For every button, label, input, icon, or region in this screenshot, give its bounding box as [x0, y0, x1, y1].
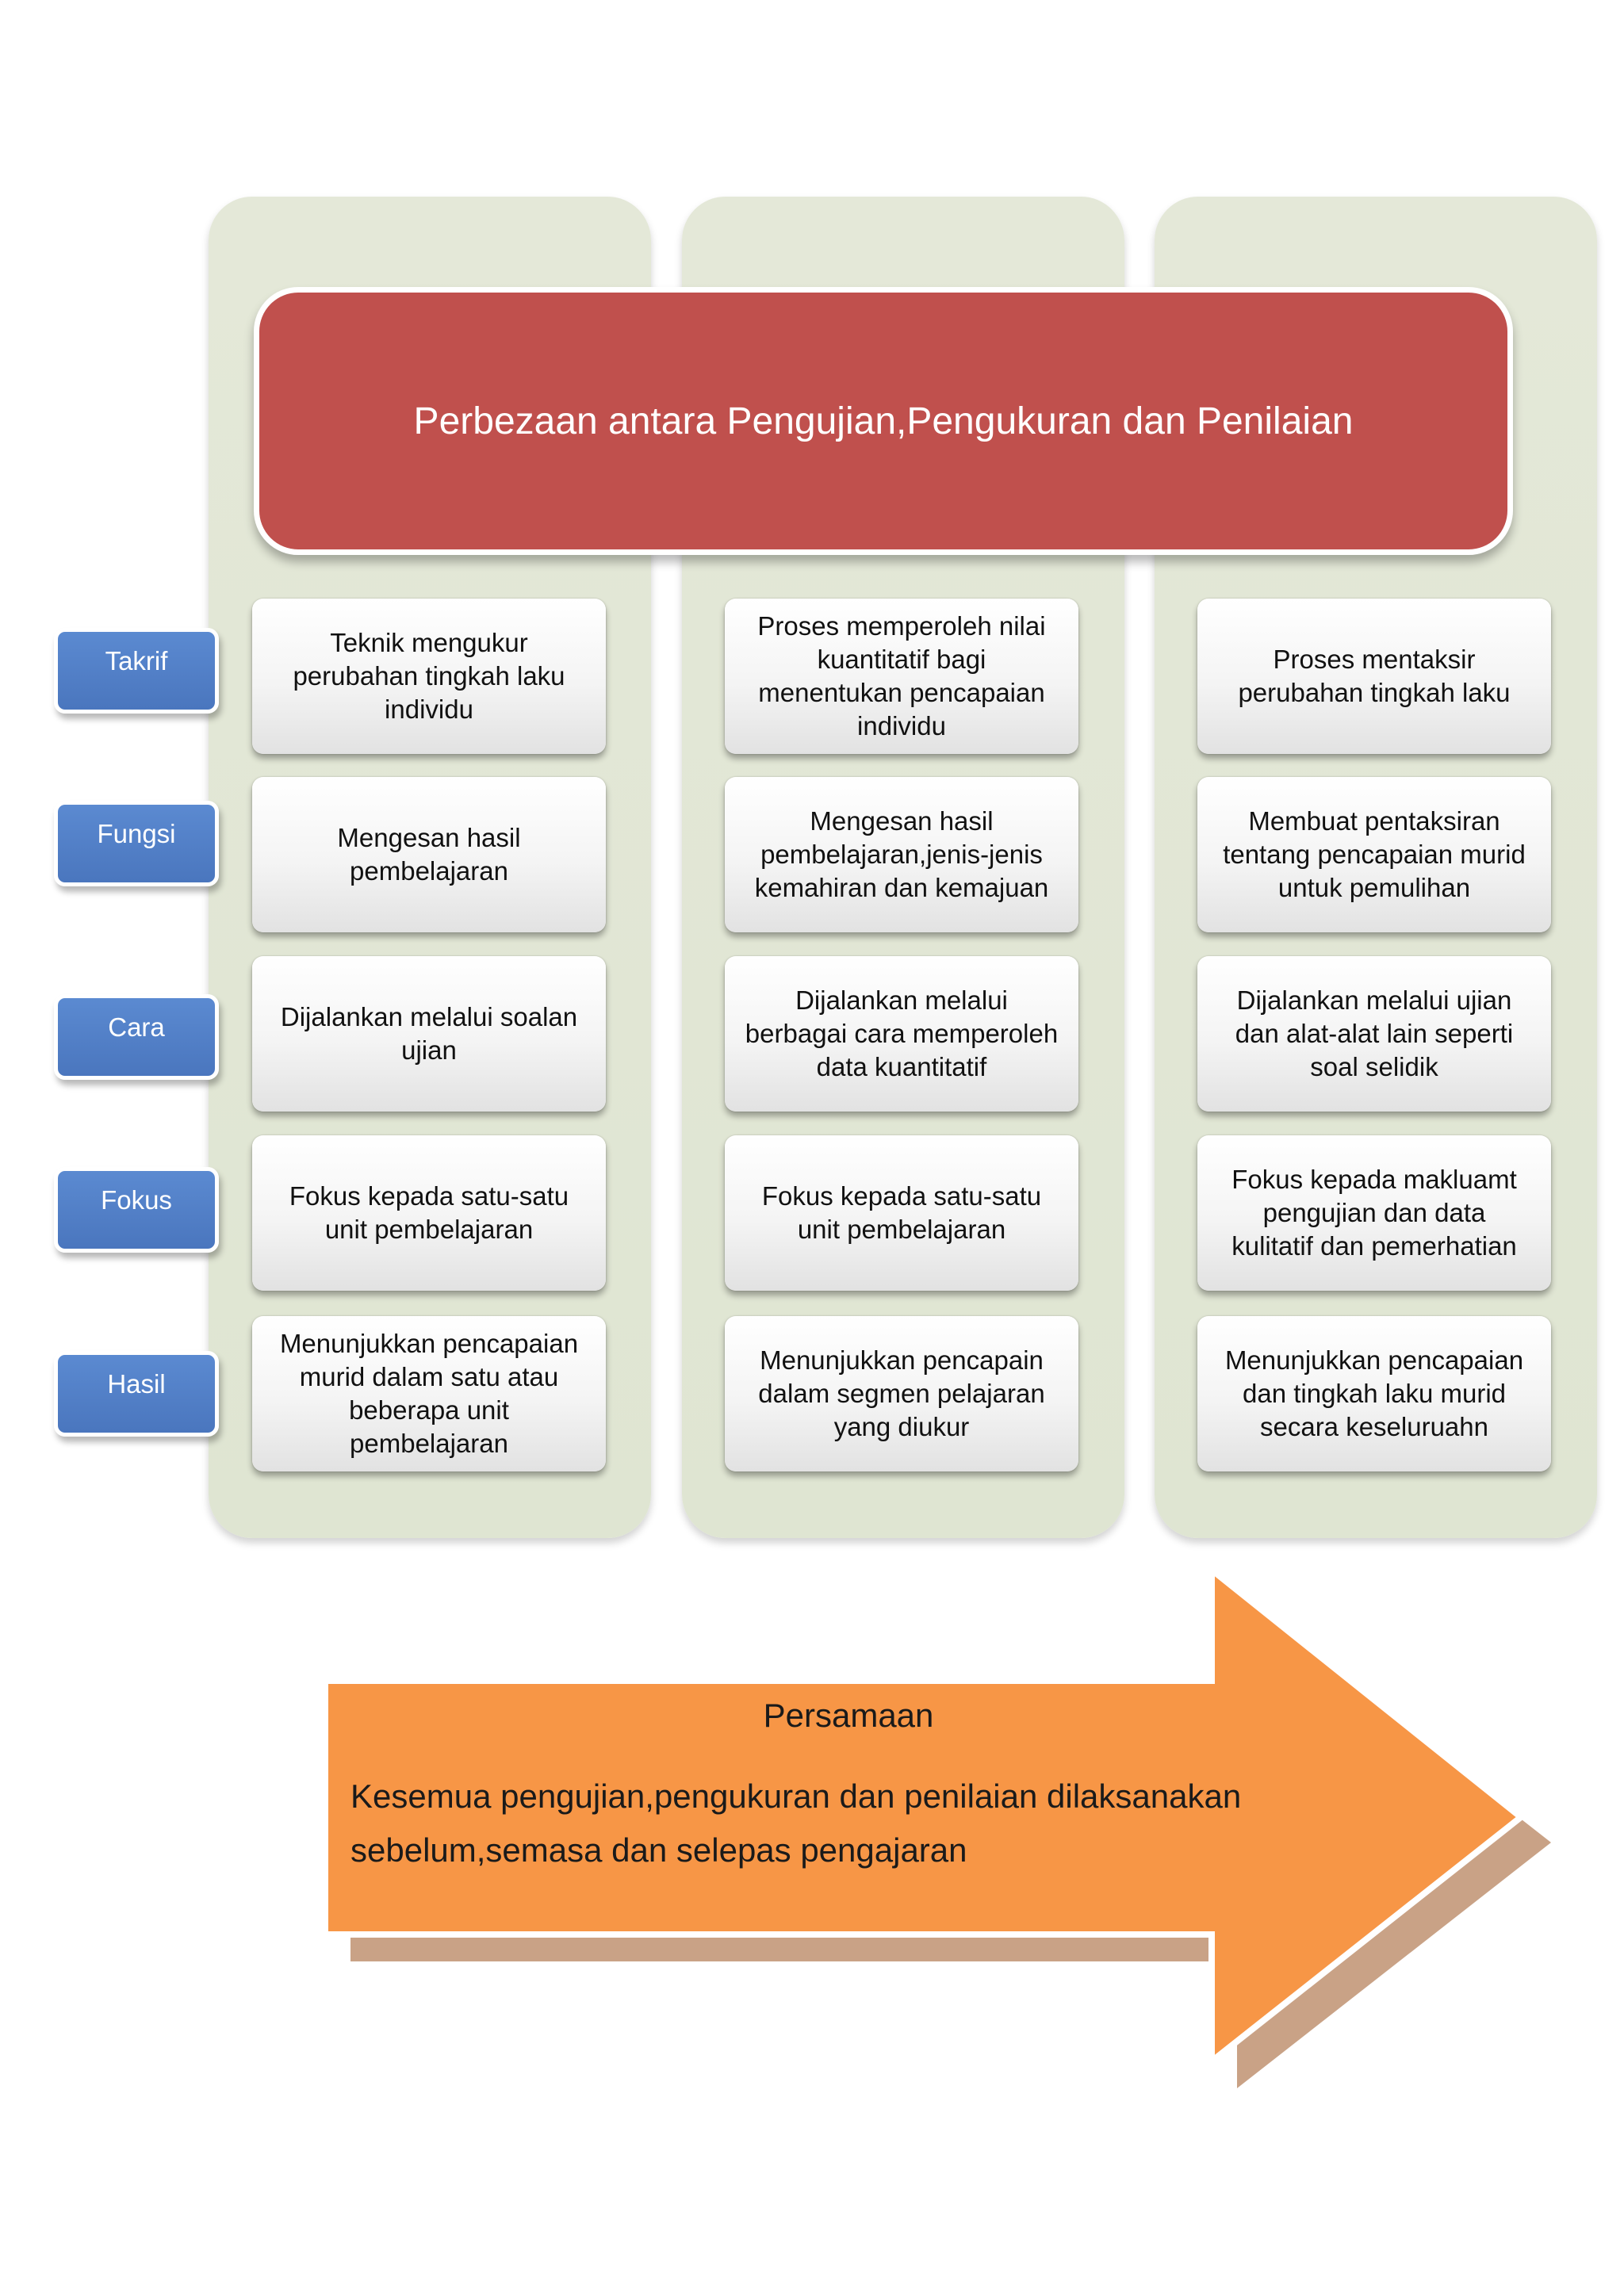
cell-penilaian-fokus: Fokus kepada makluamt pengujian dan data… — [1197, 1135, 1551, 1291]
cell-penilaian-fungsi: Membuat pentaksiran tentang pencapaian m… — [1197, 777, 1551, 932]
cell-pengujian-takrif: Teknik mengukur perubahan tingkah laku i… — [252, 599, 606, 754]
cell-penilaian-hasil: Menunjukkan pencapaian dan tingkah laku … — [1197, 1316, 1551, 1471]
row-label-fokus: Fokus — [54, 1167, 219, 1253]
similarity-title: Persamaan — [763, 1697, 934, 1734]
cell-pengukuran-cara: Dijalankan melalui berbagai cara mempero… — [725, 956, 1078, 1112]
arrow-body — [322, 1563, 1526, 2068]
row-label-hasil: Hasil — [54, 1351, 219, 1437]
cell-pengujian-fokus: Fokus kepada satu-satu unit pembelajaran — [252, 1135, 606, 1291]
row-label-fungsi: Fungsi — [54, 801, 219, 886]
row-label-cara: Cara — [54, 994, 219, 1080]
cell-pengukuran-hasil: Menunjukkan pencapain dalam segmen pelaj… — [725, 1316, 1078, 1471]
cell-pengujian-hasil: Menunjukkan pencapaian murid dalam satu … — [252, 1316, 606, 1471]
row-label-takrif: Takrif — [54, 628, 219, 714]
cell-pengukuran-fungsi: Mengesan hasil pembelajaran,jenis-jenis … — [725, 777, 1078, 932]
cell-pengukuran-fokus: Fokus kepada satu-satu unit pembelajaran — [725, 1135, 1078, 1291]
cell-pengujian-cara: Dijalankan melalui soalan ujian — [252, 956, 606, 1112]
similarity-text: Kesemua pengujian,pengukuran dan penilai… — [350, 1777, 1242, 1869]
diagram-title: Perbezaan antara Pengujian,Pengukuran da… — [254, 287, 1513, 555]
cell-pengujian-fungsi: Mengesan hasil pembelajaran — [252, 777, 606, 932]
cell-penilaian-cara: Dijalankan melalui ujian dan alat-alat l… — [1197, 956, 1551, 1112]
cell-penilaian-takrif: Proses mentaksir perubahan tingkah laku — [1197, 599, 1551, 754]
cell-pengukuran-takrif: Proses memperoleh nilai kuantitatif bagi… — [725, 599, 1078, 754]
